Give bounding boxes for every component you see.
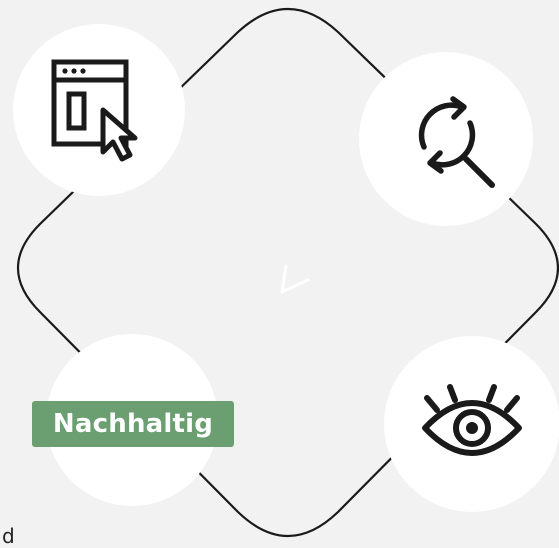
refresh-search-circle[interactable] [359,52,533,226]
browser-cursor-icon [51,59,138,162]
browser-cursor-circle[interactable] [13,24,185,196]
stray-text: d [2,524,15,548]
chevron-icon [280,264,310,294]
sustainability-badge: Nachhaltig [32,401,234,447]
refresh-search-icon [418,96,495,188]
eye-icon [422,384,522,456]
eye-circle[interactable] [384,336,559,512]
